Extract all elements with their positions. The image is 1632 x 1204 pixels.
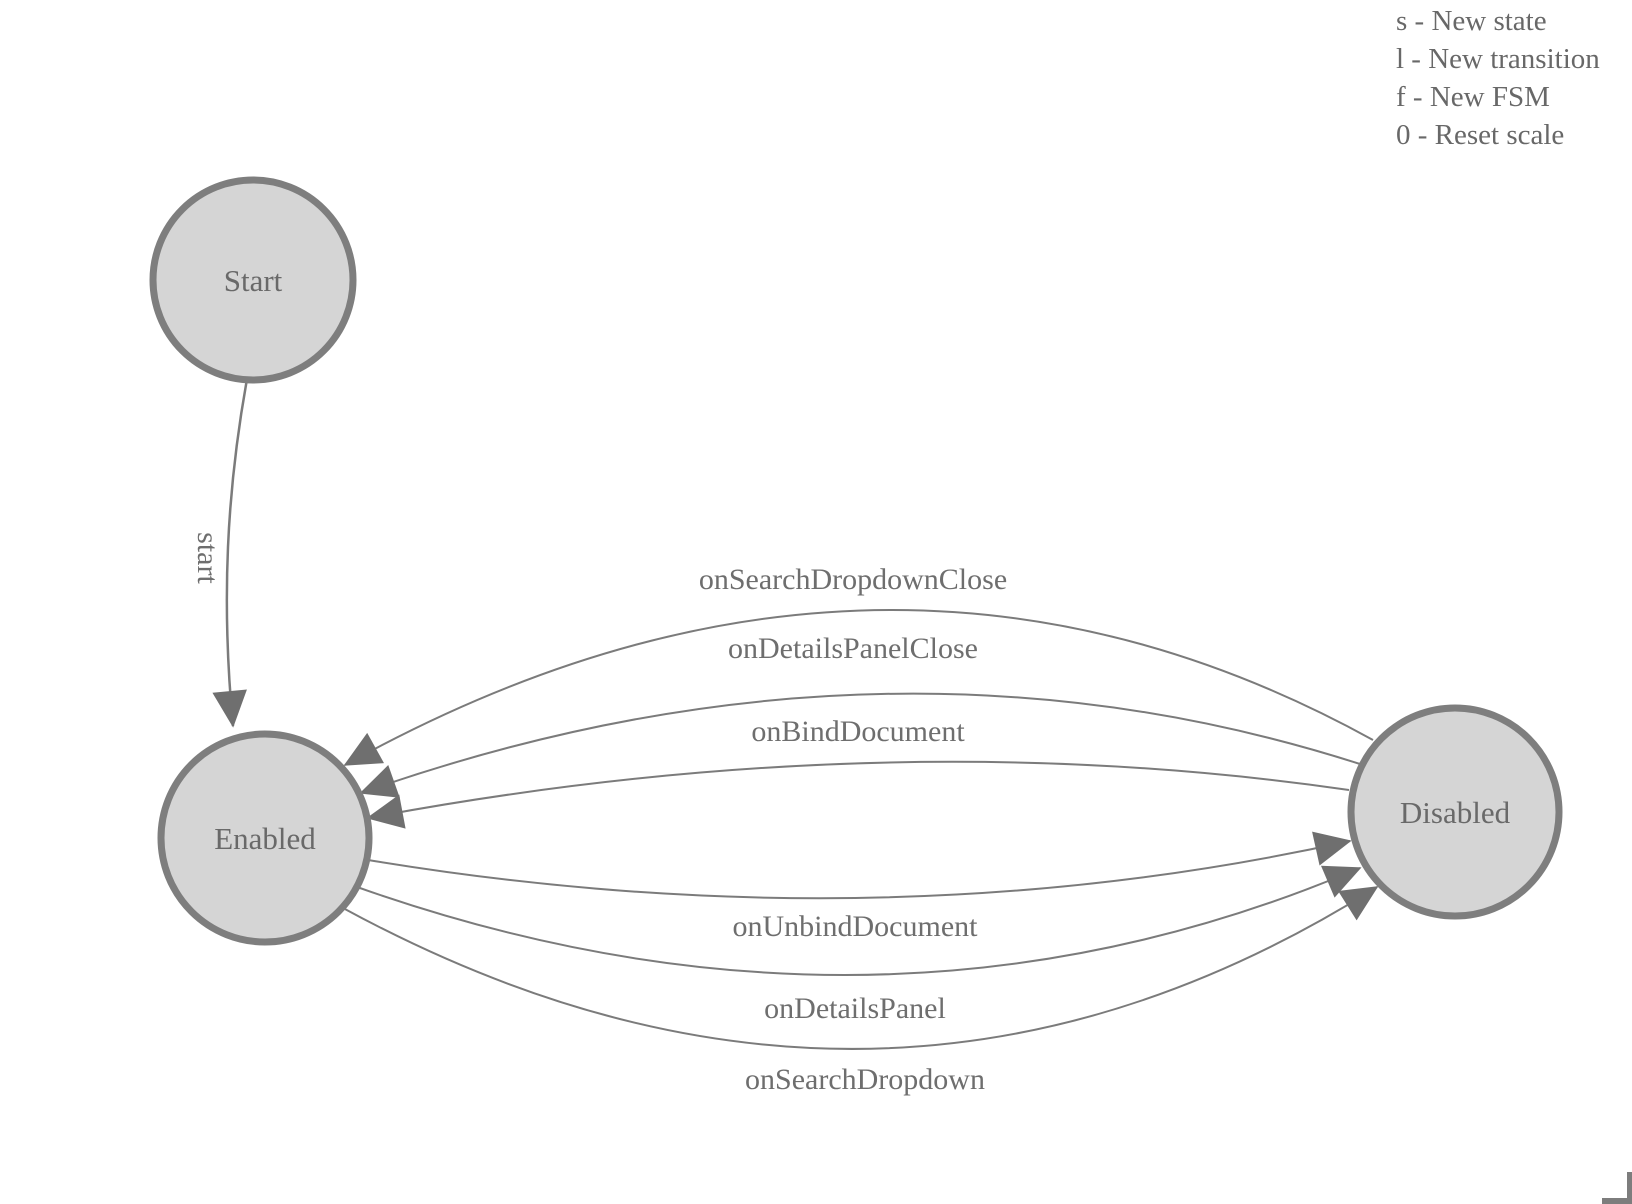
legend-item-new-state: s - New state: [1396, 5, 1547, 37]
state-node-disabled-label: Disabled: [1400, 795, 1511, 830]
state-node-disabled-circle[interactable]: [1347, 704, 1563, 920]
edge-onUnbindDocument-label: onUnbindDocument: [733, 910, 979, 943]
legend-item-reset-scale: 0 - Reset scale: [1396, 119, 1565, 151]
edge-onBindDocument-label: onBindDocument: [751, 715, 965, 748]
legend-item-new-transition: l - New transition: [1396, 43, 1600, 75]
state-node-enabled-label: Enabled: [214, 821, 316, 856]
edge-start[interactable]: start: [191, 378, 249, 728]
edge-onSearchDropdownClose-label: onSearchDropdownClose: [699, 563, 1007, 596]
edge-onUnbindDocument[interactable]: onUnbindDocument: [367, 831, 1352, 943]
viewport-corner-mark-vertical: [1627, 1172, 1632, 1204]
state-node-start-circle[interactable]: [149, 176, 357, 384]
edge-onDetailsPanelClose-label: onDetailsPanelClose: [728, 632, 978, 665]
state-node-enabled-circle[interactable]: [157, 730, 373, 946]
legend-item-new-fsm: f - New FSM: [1396, 81, 1550, 113]
edge-onSearchDropdownClose-path[interactable]: [343, 609, 1374, 766]
viewport-corner-mark-horizontal: [1602, 1198, 1632, 1204]
edge-onDetailsPanel-label: onDetailsPanel: [764, 992, 946, 1025]
state-node-disabled[interactable]: Disabled: [1347, 704, 1563, 920]
edge-onDetailsPanelClose[interactable]: onDetailsPanelClose: [359, 632, 1361, 798]
edge-onUnbindDocument-path[interactable]: [367, 831, 1352, 900]
shortcut-legend: s - New state l - New transition f - New…: [1396, 2, 1600, 154]
edge-onBindDocument[interactable]: onBindDocument: [366, 715, 1350, 829]
edge-onBindDocument-path[interactable]: [366, 760, 1350, 829]
viewport-corner-mark: [1602, 1172, 1632, 1204]
edge-onSearchDropdown-label: onSearchDropdown: [745, 1063, 985, 1096]
edge-onSearchDropdownClose[interactable]: onSearchDropdownClose: [343, 563, 1374, 766]
edge-onDetailsPanel[interactable]: onDetailsPanel: [356, 865, 1362, 1025]
edge-onDetailsPanel-path[interactable]: [356, 865, 1362, 976]
edge-onSearchDropdown-path[interactable]: [342, 886, 1379, 1050]
edge-onSearchDropdown[interactable]: onSearchDropdown: [342, 886, 1379, 1096]
state-node-start[interactable]: Start: [149, 176, 357, 384]
edge-start-path[interactable]: [212, 378, 249, 728]
state-node-start-label: Start: [224, 263, 283, 298]
edge-onDetailsPanelClose-path[interactable]: [359, 692, 1361, 798]
edge-start-label: start: [191, 532, 224, 584]
state-node-enabled[interactable]: Enabled: [157, 730, 373, 946]
